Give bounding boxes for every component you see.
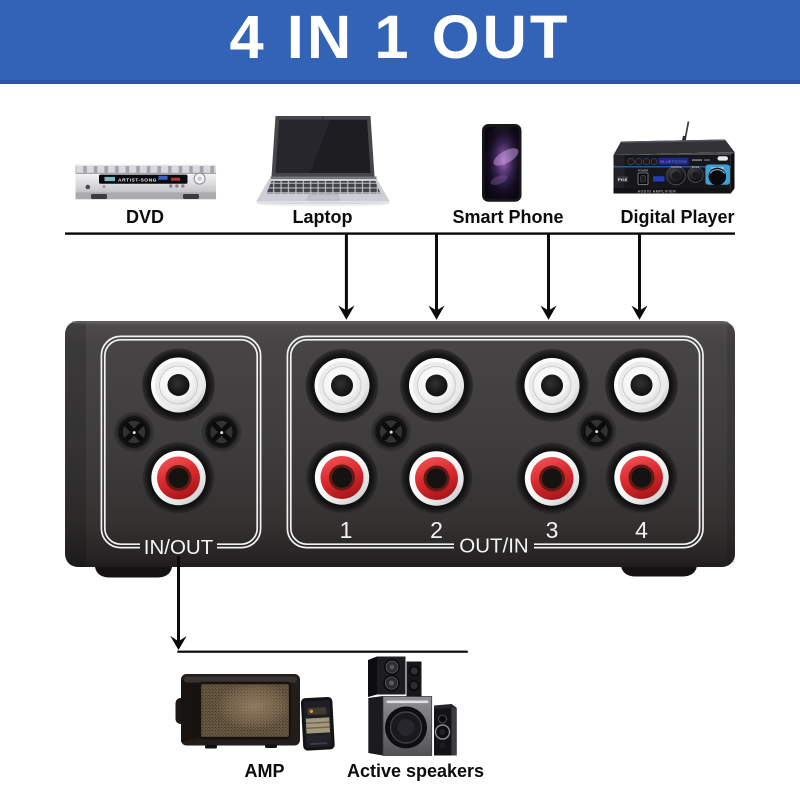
svg-text:2: 2 bbox=[430, 517, 443, 543]
svg-text:Smart Phone: Smart Phone bbox=[452, 207, 563, 227]
svg-text:BLUETOOTH: BLUETOOTH bbox=[660, 159, 686, 164]
svg-text:IN/OUT: IN/OUT bbox=[144, 536, 214, 559]
svg-text:4: 4 bbox=[635, 517, 648, 543]
svg-text:Digital Player: Digital Player bbox=[620, 207, 734, 227]
svg-text:ARTIST-SONG: ARTIST-SONG bbox=[118, 177, 157, 183]
svg-text:BASS: BASS bbox=[692, 165, 700, 169]
svg-text:OUT/IN: OUT/IN bbox=[459, 535, 528, 558]
svg-text:Active speakers: Active speakers bbox=[347, 761, 484, 781]
svg-text:3: 3 bbox=[546, 517, 559, 543]
svg-text:DVD: DVD bbox=[126, 207, 164, 227]
svg-text:1: 1 bbox=[340, 517, 353, 543]
svg-text:POWER: POWER bbox=[638, 168, 649, 172]
svg-text:4 IN 1 OUT: 4 IN 1 OUT bbox=[230, 3, 571, 72]
svg-text:AMP: AMP bbox=[245, 761, 285, 781]
svg-text:PYLE: PYLE bbox=[618, 178, 628, 182]
svg-text:TREBLE: TREBLE bbox=[671, 165, 682, 169]
svg-text:AUDIO AMPLIFIER: AUDIO AMPLIFIER bbox=[638, 190, 677, 194]
svg-text:Laptop: Laptop bbox=[293, 207, 353, 227]
